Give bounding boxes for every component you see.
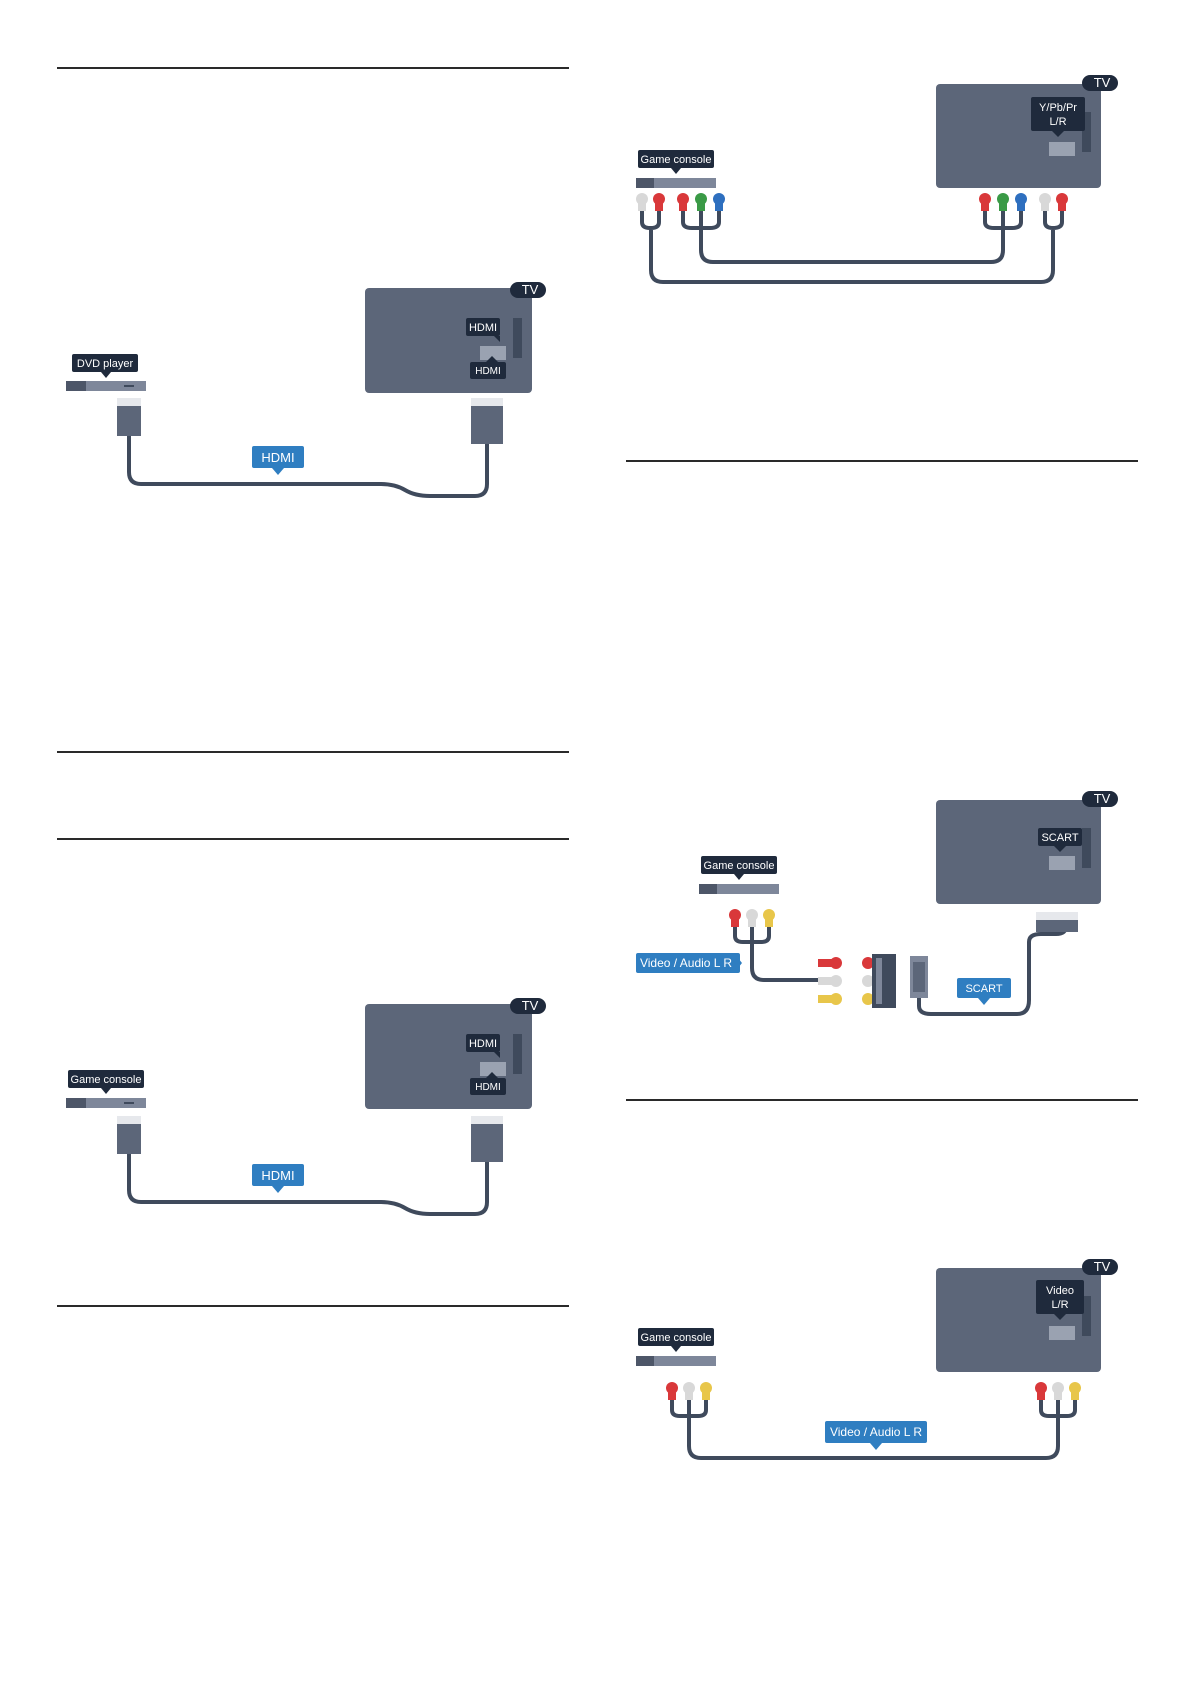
hdmi-cable (127, 1154, 489, 1216)
tv-port-sub-label: HDMI (470, 1072, 506, 1095)
game-console-body (636, 178, 716, 188)
diagram-console-ypbpr: TV Y/Pb/Pr L/R Game console (636, 75, 1118, 284)
hdmi-connector-device (117, 1116, 141, 1124)
tv-body (365, 1004, 532, 1109)
section-rule (626, 1099, 1138, 1101)
cable-label-text: SCART (965, 983, 1002, 995)
cable-label-text: HDMI (261, 450, 294, 465)
scart-port-icon (1049, 856, 1075, 870)
device-label-text: Game console (641, 1332, 712, 1344)
tv-port-label-text: HDMI (469, 1038, 497, 1050)
device-label-text: Game console (704, 860, 775, 872)
tv-port-label: Y/Pb/Pr L/R (1031, 97, 1085, 137)
section-rule (57, 67, 569, 69)
hdmi-cable (127, 436, 489, 498)
tv-port-slot (1082, 828, 1091, 868)
rca-plugs-tv (1035, 1382, 1081, 1400)
tv-port-label-line1: Video (1046, 1285, 1074, 1297)
tv-port-slot (1082, 1296, 1091, 1336)
section-rule (626, 460, 1138, 462)
tv-port-label-line2: L/R (1049, 116, 1066, 128)
tv-badge: TV (1082, 1259, 1118, 1275)
dvd-player-body (66, 381, 146, 391)
hdmi-port-icon (480, 346, 506, 360)
section-rule (57, 751, 569, 753)
rca-plugs-tv (979, 193, 1068, 211)
hdmi-port-icon (480, 1062, 506, 1076)
input-label: Video / Audio L R (636, 953, 742, 973)
tv-port-slot (1082, 112, 1091, 152)
tv-port-label: SCART (1038, 828, 1082, 852)
device-label-text: Game console (641, 154, 712, 166)
device-label: Game console (638, 150, 714, 174)
cable-label: HDMI (252, 1164, 304, 1193)
tv-badge-text: TV (1094, 75, 1111, 90)
scart-adapter (818, 954, 928, 1008)
rca-plugs-device (666, 1382, 712, 1400)
tv-port-label: HDMI (466, 1034, 500, 1058)
diagram-console-cvbs: TV Video L/R Game console (636, 1259, 1118, 1460)
tv-port-label-line1: Y/Pb/Pr (1039, 102, 1077, 114)
tv-port-slot (513, 318, 522, 358)
av-cable (733, 927, 818, 982)
tv-port-sub-label-text: HDMI (475, 1082, 501, 1093)
hdmi-connector-tv (471, 398, 503, 406)
scart-connector-tv (1036, 912, 1078, 932)
section-rule (57, 838, 569, 840)
scart-cable (917, 925, 1068, 1016)
rca-plugs-device (636, 193, 725, 211)
rca-plugs-device (729, 909, 775, 927)
device-label: Game console (68, 1070, 144, 1094)
component-cable (681, 211, 1023, 264)
tv-badge-text: TV (522, 998, 539, 1013)
section-rule (57, 1305, 569, 1307)
tv-port-sub-label: HDMI (470, 356, 506, 379)
hdmi-connector-device (117, 398, 141, 406)
tv-badge-text: TV (1094, 791, 1111, 806)
cable-label-text: HDMI (261, 1168, 294, 1183)
tv-port-sub-label-text: HDMI (475, 366, 501, 377)
diagram-dvd-hdmi: TV HDMI HDMI DVD player (66, 282, 546, 498)
device-label-text: DVD player (77, 358, 134, 370)
tv-port-label: Video L/R (1036, 1280, 1084, 1320)
input-label-text: Video / Audio L R (640, 956, 732, 970)
device-label-text: Game console (71, 1074, 142, 1086)
audio-cable (640, 211, 1064, 284)
device-label: DVD player (72, 354, 138, 378)
hdmi-connector-tv (471, 1116, 503, 1124)
tv-body (365, 288, 532, 393)
tv-badge: TV (1082, 75, 1118, 91)
av-port-icon (1049, 1326, 1075, 1340)
cable-label: Video / Audio L R (825, 1421, 927, 1450)
device-label: Game console (638, 1328, 714, 1352)
tv-badge-text: TV (1094, 1259, 1111, 1274)
tv-badge: TV (510, 282, 546, 298)
tv-badge: TV (510, 998, 546, 1014)
diagram-console-hdmi: TV HDMI HDMI Game console HDMI (66, 998, 546, 1216)
game-console-body (66, 1098, 146, 1108)
tv-port-label-line2: L/R (1051, 1299, 1068, 1311)
diagram-console-scart: TV SCART Game console Video / Audio L R (636, 791, 1118, 1016)
tv-port-label-text: SCART (1041, 832, 1078, 844)
tv-port-label: HDMI (466, 318, 500, 342)
cable-label: HDMI (252, 446, 304, 475)
tv-badge: TV (1082, 791, 1118, 807)
component-port-icon (1049, 142, 1075, 156)
game-console-body (636, 1356, 716, 1366)
tv-port-slot (513, 1034, 522, 1074)
tv-body (936, 800, 1101, 904)
cable-label: SCART (957, 978, 1011, 1005)
tv-badge-text: TV (522, 282, 539, 297)
game-console-body (699, 884, 779, 894)
tv-port-label-text: HDMI (469, 322, 497, 334)
cable-label-text: Video / Audio L R (830, 1425, 922, 1439)
device-label: Game console (701, 856, 777, 880)
av-cable (670, 1400, 1077, 1460)
